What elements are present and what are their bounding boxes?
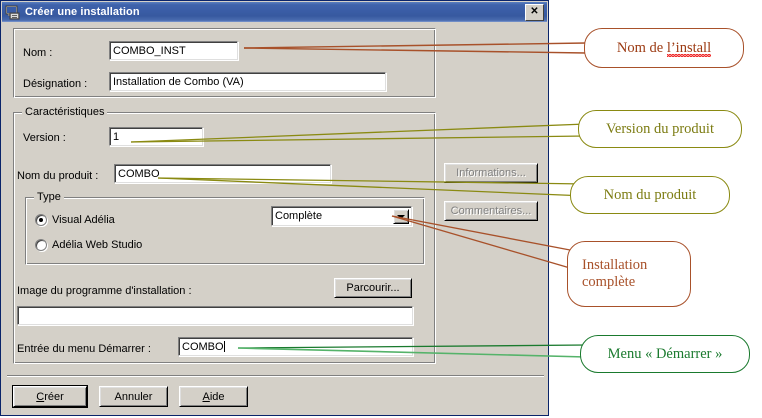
annotation-nom-produit-text: Nom du produit [603,186,697,203]
close-icon[interactable]: ✕ [525,3,544,21]
annotation-version: Version du produit [578,110,742,148]
dialog-title-bar[interactable]: Créer une installation ✕ [2,2,547,22]
parcourir-button[interactable]: Parcourir... [334,278,412,298]
create-installation-dialog: Créer une installation ✕ Nom : COMBO_INS… [0,0,549,416]
entree-menu-input[interactable]: COMBO [178,337,413,356]
creer-button-label: Créer [36,390,64,403]
annuler-button-label: Annuler [114,390,153,403]
version-label: Version : [23,132,66,144]
type-group: Type [25,191,425,265]
caracteristiques-group-title: Caractéristiques [22,106,108,118]
version-input[interactable]: 1 [109,127,203,146]
footer-divider-top [7,375,544,376]
image-programme-input[interactable] [17,306,413,325]
aide-button-label: Aide [202,390,225,403]
annotation-nom-produit: Nom du produit [570,176,730,214]
nom-produit-label: Nom du produit : [17,170,99,182]
radio-adelia-web-studio[interactable] [35,239,47,251]
install-type-value: Complète [275,210,323,222]
nom-input[interactable]: COMBO_INST [109,41,238,60]
annuler-button[interactable]: Annuler [99,386,168,407]
nom-label: Nom : [23,47,53,59]
aide-button[interactable]: Aide [179,386,248,407]
creer-button[interactable]: Créer [13,386,87,407]
image-programme-label: Image du programme d'installation : [17,285,192,297]
annotation-menu-demarrer-text: Menu « Démarrer » [607,345,723,362]
radio-visual-adelia[interactable] [35,214,47,226]
installer-window-icon [5,4,21,20]
chevron-down-icon[interactable] [393,209,409,224]
annotation-menu-demarrer: Menu « Démarrer » [580,335,750,373]
informations-button[interactable]: Informations... [444,163,538,183]
type-group-title: Type [34,191,64,203]
entree-menu-label: Entrée du menu Démarrer : [17,343,151,355]
informations-button-label: Informations... [456,167,526,179]
annotation-nom-install-text: Nom de l’install [616,39,712,56]
install-type-select[interactable]: Complète [271,206,412,226]
designation-input[interactable]: Installation de Combo (VA) [109,72,386,91]
identity-panel [13,28,436,98]
annotation-nom-install: Nom de l’install [584,28,744,68]
radio-visual-adelia-label[interactable]: Visual Adélia [52,214,115,226]
nom-produit-input[interactable]: COMBO [114,164,331,183]
radio-adelia-web-studio-label[interactable]: Adélia Web Studio [52,239,143,251]
designation-label: Désignation : [23,78,88,90]
commentaires-button[interactable]: Commentaires... [444,201,538,221]
dialog-title: Créer une installation [25,6,140,18]
parcourir-button-label: Parcourir... [346,282,400,294]
commentaires-button-label: Commentaires... [450,205,532,217]
text-caret [223,341,225,352]
entree-menu-value: COMBO [182,340,224,353]
footer-divider-bottom [7,376,544,377]
annotation-version-text: Version du produit [606,120,714,137]
